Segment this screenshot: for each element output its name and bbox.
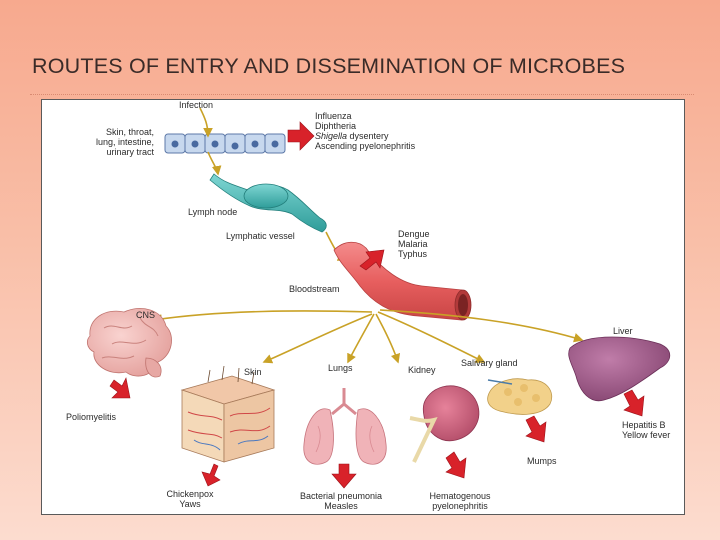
disease-malaria: Malaria (398, 239, 428, 249)
disease-influenza: Influenza (315, 111, 352, 121)
disease-dengue: Dengue (398, 229, 430, 239)
dysentery-text: dysentery (347, 131, 389, 141)
red-arrows (109, 121, 645, 489)
salivary-gland-label: Salivary gland (461, 358, 518, 368)
entry-site-line: Skin, throat, (105, 127, 154, 137)
outcome-line: Hematogenous (429, 491, 491, 501)
disease-typhus: Typhus (398, 249, 428, 259)
bloodstream-label: Bloodstream (289, 284, 340, 294)
title-divider (30, 94, 694, 95)
outcome-line: pyelonephritis (432, 501, 488, 511)
outcome-line: Poliomyelitis (66, 412, 117, 422)
outcome-line: Hepatitis B (622, 420, 666, 430)
outcome-poliomyelitis: Poliomyelitis (66, 412, 116, 422)
lungs-label: Lungs (328, 363, 353, 373)
kidney-label: Kidney (408, 365, 436, 375)
liver-illustration (568, 336, 671, 402)
blood-diseases-list: Dengue Malaria Typhus (398, 229, 430, 259)
lymphatic-vessel-shape (209, 173, 327, 233)
outcome-liver-diseases: Hepatitis B Yellow fever (622, 420, 670, 440)
outcome-kidney-diseases: Hematogenous pyelonephritis (420, 491, 500, 511)
lymphatic-vessel-label: Lymphatic vessel (226, 231, 295, 241)
outcome-line: Yellow fever (622, 430, 671, 440)
skin-section-illustration (180, 365, 276, 463)
outcome-mumps: Mumps (527, 456, 557, 466)
outcome-line: Bacterial pneumonia (299, 491, 383, 501)
infection-label: Infection (179, 100, 214, 110)
outcome-line: Mumps (527, 456, 557, 466)
entry-site-line: lung, intestine, (95, 137, 154, 147)
shigella-genus: Shigella (315, 131, 348, 141)
skin-label: Skin (244, 367, 262, 377)
diagram-panel: Infection Skin, throat, lung, intestine,… (41, 99, 685, 515)
outcome-line: Chickenpox (166, 489, 214, 499)
disease-shigella-dysentery: Shigella dysentery (315, 131, 415, 141)
outcome-skin-diseases: Chickenpox Yaws (158, 489, 222, 509)
lymph-node-label: Lymph node (188, 207, 238, 217)
slide-title: ROUTES OF ENTRY AND DISSEMINATION OF MIC… (32, 54, 626, 78)
outcome-line: Measles (324, 501, 358, 511)
local-diseases-list: Influenza Diphtheria Shigella dysentery … (315, 111, 415, 151)
outcome-line: Yaws (179, 499, 201, 509)
disease-ascending-pyelonephritis: Ascending pyelonephritis (315, 141, 416, 151)
entry-sites-label: Skin, throat, lung, intestine, urinary t… (80, 127, 154, 157)
salivary-gland-illustration (487, 378, 553, 415)
entry-site-line: urinary tract (106, 147, 154, 157)
diagram-illustration (86, 107, 671, 489)
cns-label: CNS (136, 310, 156, 320)
epithelial-cells (164, 133, 286, 154)
outcome-lung-diseases: Bacterial pneumonia Measles (288, 491, 394, 511)
brain-illustration (86, 308, 172, 378)
lungs-illustration (303, 388, 387, 465)
disease-diphtheria: Diphtheria (315, 121, 357, 131)
liver-label: Liver (613, 326, 633, 336)
kidney-illustration (409, 385, 480, 463)
